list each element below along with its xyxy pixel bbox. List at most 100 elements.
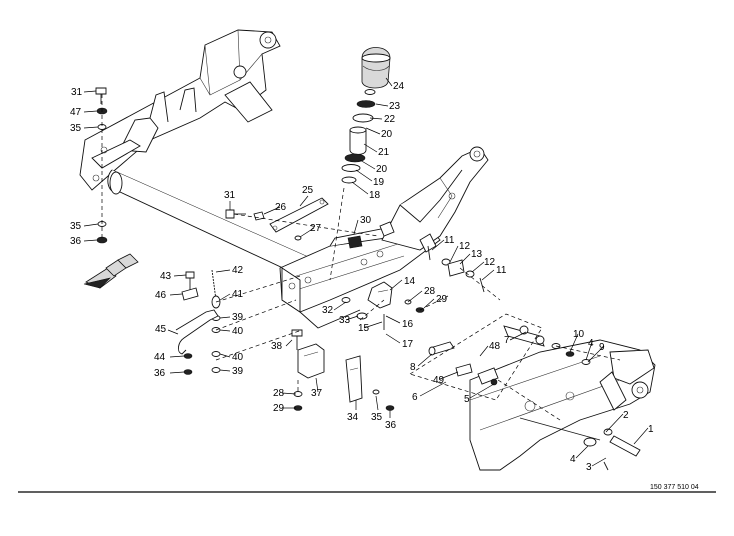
- callout-43: 43: [160, 271, 172, 282]
- leader-line: [83, 223, 99, 227]
- leader-line: [479, 345, 489, 357]
- leader-line: [419, 381, 447, 397]
- callout-35b: 35: [70, 221, 82, 232]
- leader-line: [281, 392, 297, 395]
- callout-49: 49: [433, 375, 445, 386]
- callout-24: 24: [393, 81, 405, 92]
- callout-46: 46: [155, 290, 167, 301]
- main-tube: [107, 81, 331, 291]
- callout-36a: 36: [70, 236, 82, 247]
- leader-line: [585, 341, 593, 361]
- callout-25: 25: [302, 185, 314, 196]
- callout-18: 18: [369, 190, 381, 201]
- callout-48: 48: [489, 341, 501, 352]
- leader-line: [219, 329, 231, 332]
- callout-30: 30: [360, 215, 372, 226]
- callout-39b: 39: [232, 366, 244, 377]
- callout-31a: 31: [71, 87, 83, 98]
- leader-line: [263, 206, 281, 215]
- callout-45: 45: [155, 324, 167, 335]
- leader-line: [385, 315, 401, 324]
- callout-labels: 1 2 3 4 4 5 6 7 8 9 10 11 11 12 12 13 14…: [70, 81, 654, 473]
- leader-line: [285, 339, 293, 347]
- leader-line: [299, 227, 315, 238]
- leader-line: [351, 181, 369, 195]
- callout-1: 1: [648, 424, 654, 435]
- leader-line: [333, 301, 347, 311]
- leader-line: [471, 261, 485, 273]
- leader-line: [375, 103, 389, 107]
- assembly-lines: [101, 94, 621, 421]
- leader-line: [633, 427, 649, 445]
- callout-29b: 29: [273, 403, 285, 414]
- leader-line: [355, 169, 373, 182]
- callout-27: 27: [310, 223, 322, 234]
- callout-39a: 39: [232, 312, 244, 323]
- callout-12a: 12: [459, 241, 471, 252]
- callout-37: 37: [311, 388, 323, 399]
- leader-line: [345, 315, 359, 321]
- leader-line: [169, 371, 185, 374]
- callout-12b: 12: [484, 257, 496, 268]
- callout-8: 8: [410, 362, 416, 373]
- callout-41: 41: [232, 289, 244, 300]
- top-bushing-stack: [341, 47, 391, 184]
- leader-line: [353, 219, 359, 235]
- callout-9: 9: [599, 342, 605, 353]
- leader-line: [219, 353, 231, 358]
- leader-line: [575, 445, 589, 459]
- callout-23: 23: [389, 101, 401, 112]
- pins-and-links: [428, 325, 545, 386]
- callout-19: 19: [373, 177, 385, 188]
- callout-42: 42: [232, 265, 244, 276]
- callout-3: 3: [586, 462, 592, 473]
- leader-line: [83, 126, 99, 129]
- callout-40a: 40: [232, 326, 244, 337]
- leader-line: [315, 377, 319, 393]
- leader-line: [215, 269, 231, 273]
- callout-38: 38: [271, 341, 283, 352]
- leader-line: [369, 117, 383, 120]
- callout-6: 6: [412, 392, 418, 403]
- leader-line: [167, 329, 179, 335]
- leader-line: [299, 195, 309, 207]
- callout-17: 17: [402, 339, 414, 350]
- callout-44: 44: [154, 352, 166, 363]
- leader-line: [407, 290, 423, 303]
- callout-22: 22: [384, 114, 396, 125]
- callout-15: 15: [358, 323, 370, 334]
- brackets-14-37-34: [297, 281, 393, 403]
- callout-16: 16: [402, 319, 414, 330]
- leader-line: [83, 90, 97, 93]
- leader-line: [569, 333, 579, 353]
- leader-line: [481, 269, 495, 281]
- callout-4b: 4: [588, 338, 594, 349]
- leader-line: [509, 331, 527, 341]
- leader-line: [219, 293, 231, 301]
- callout-11b: 11: [496, 265, 507, 276]
- link-bar-25: [269, 197, 329, 233]
- leader-line: [363, 143, 378, 153]
- leader-line: [83, 239, 98, 242]
- leader-line: [591, 457, 607, 467]
- callout-4a: 4: [570, 454, 576, 465]
- leader-line: [359, 159, 376, 170]
- callout-33: 33: [339, 315, 351, 326]
- callout-13: 13: [471, 249, 483, 260]
- callout-leaders: [83, 77, 649, 467]
- callout-31b: 31: [224, 190, 236, 201]
- callout-35a: 35: [70, 123, 82, 134]
- leader-line: [363, 321, 383, 329]
- callout-20a: 20: [381, 129, 393, 140]
- leader-line: [375, 395, 379, 411]
- callout-40b: 40: [232, 352, 244, 363]
- callout-10: 10: [573, 329, 585, 340]
- callout-32: 32: [322, 305, 334, 316]
- leader-line: [219, 369, 231, 372]
- callout-14: 14: [404, 276, 416, 287]
- leader-line: [587, 345, 605, 363]
- callout-35c: 35: [371, 412, 383, 423]
- callout-28b: 28: [273, 388, 285, 399]
- leader-line: [169, 293, 183, 296]
- direction-arrow-icon: [83, 253, 139, 289]
